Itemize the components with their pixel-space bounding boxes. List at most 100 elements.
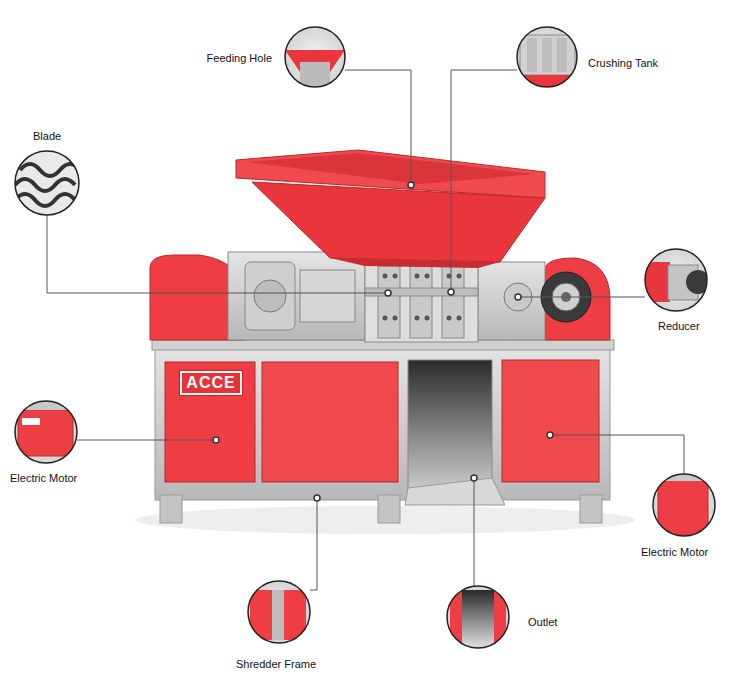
- detail-thumbnail: [20, 164, 80, 176]
- feeding-hopper: [236, 150, 545, 268]
- leader-line: [518, 297, 645, 298]
- part-label: Shredder Frame: [236, 658, 316, 671]
- detail-thumbnail: [450, 590, 506, 645]
- detail-thumbnail: [15, 401, 77, 463]
- shredder-frame: [580, 495, 602, 523]
- leader-line: [310, 498, 317, 590]
- reducer-body: [228, 252, 591, 340]
- detail-thumbnail: [248, 581, 310, 643]
- detail-thumbnail: [655, 475, 713, 535]
- motor-panel: [165, 360, 599, 482]
- shredder-frame: [160, 495, 182, 523]
- reducer-body: [478, 262, 545, 340]
- outlet-chute: [405, 360, 505, 505]
- brand-text: ACCE: [186, 374, 235, 392]
- reducer-body: [254, 280, 286, 312]
- reducer-body: [300, 270, 355, 322]
- crushing-tank: [365, 288, 478, 296]
- shredder-frame: [155, 345, 610, 500]
- thumbnail-ring: [285, 27, 345, 87]
- detail-thumbnail: [658, 480, 708, 535]
- thumbnail-ring: [447, 586, 509, 648]
- leader-dot: [547, 432, 553, 438]
- leader-dot: [213, 182, 553, 501]
- outlet-chute: [405, 478, 505, 505]
- leader-line: [474, 478, 475, 586]
- feeding-hopper: [330, 258, 500, 268]
- part-label: Blade: [33, 130, 61, 143]
- detail-thumbnail: [15, 179, 75, 191]
- crushing-tank: [457, 316, 462, 321]
- leader-dot: [471, 475, 477, 481]
- detail-thumbnail: [15, 164, 80, 206]
- detail-thumbnail: [250, 590, 272, 640]
- leader-line: [550, 435, 684, 474]
- crushing-tank: [425, 316, 430, 321]
- detail-thumbnail: [15, 27, 715, 648]
- detail-thumbnail: [494, 590, 506, 645]
- crushing-tank: [425, 274, 430, 279]
- detail-thumbnail: [520, 35, 575, 75]
- crushing-tank: [393, 316, 398, 321]
- part-label: Feeding Hole: [207, 52, 272, 65]
- crushing-tank: [383, 274, 388, 279]
- thumbnail-ring: [645, 249, 707, 311]
- detail-thumbnail: [447, 586, 509, 648]
- leader-line: [47, 215, 388, 293]
- shredder-frame: [152, 340, 614, 523]
- leader-line: [47, 70, 684, 590]
- part-label: Reducer: [658, 320, 700, 333]
- reducer-body: [245, 262, 295, 330]
- motor-panel: [262, 362, 398, 482]
- crushing-tank: [457, 274, 462, 279]
- thumbnail-ring: [15, 27, 715, 648]
- brand-badge: ACCE: [180, 371, 242, 395]
- detail-thumbnail: [653, 474, 715, 536]
- thumbnail-ring: [517, 27, 577, 87]
- crushing-tank: [410, 266, 432, 338]
- crushing-tank: [415, 316, 420, 321]
- crushing-tank: [365, 262, 478, 342]
- detail-thumbnail: [645, 262, 710, 302]
- crushing-tank: [447, 316, 452, 321]
- leader-dot: [515, 294, 521, 300]
- leader-dot: [408, 182, 414, 188]
- detail-thumbnail: [22, 418, 40, 425]
- thumbnail-ring: [15, 151, 79, 215]
- crushing-tank: [378, 266, 400, 338]
- crushing-tank: [442, 266, 464, 338]
- reducer-body: [228, 252, 365, 340]
- feeding-hopper: [236, 150, 545, 198]
- part-label: Outlet: [528, 616, 557, 629]
- thumbnail-ring: [653, 474, 715, 536]
- detail-thumbnail: [655, 475, 713, 481]
- part-label: Electric Motor: [641, 546, 708, 559]
- leader-line: [345, 70, 411, 185]
- detail-thumbnail: [272, 590, 284, 640]
- crushing-tank: [365, 262, 478, 342]
- crushing-tank: [383, 316, 388, 321]
- leader-line: [77, 440, 216, 441]
- detail-thumbnail: [250, 590, 306, 640]
- detail-thumbnail: [527, 38, 537, 72]
- detail-thumbnail: [517, 35, 577, 95]
- leader-dot: [213, 437, 219, 443]
- motor-panel: [165, 362, 255, 482]
- detail-thumbnail: [450, 590, 462, 645]
- leader-dot: [385, 290, 391, 296]
- detail-thumbnail: [15, 151, 79, 215]
- motor-panel: [502, 360, 599, 482]
- detail-thumbnail: [285, 50, 345, 92]
- thumbnail-ring: [248, 581, 310, 643]
- crushing-tank: [415, 274, 420, 279]
- shredder-frame: [378, 495, 400, 523]
- leader-line: [451, 70, 517, 292]
- leader-dot: [448, 289, 454, 295]
- feeding-hopper: [248, 153, 535, 184]
- leader-dot: [314, 495, 320, 501]
- thumbnail-ring: [15, 401, 77, 463]
- detail-thumbnail: [462, 590, 494, 645]
- detail-thumbnail: [542, 38, 552, 72]
